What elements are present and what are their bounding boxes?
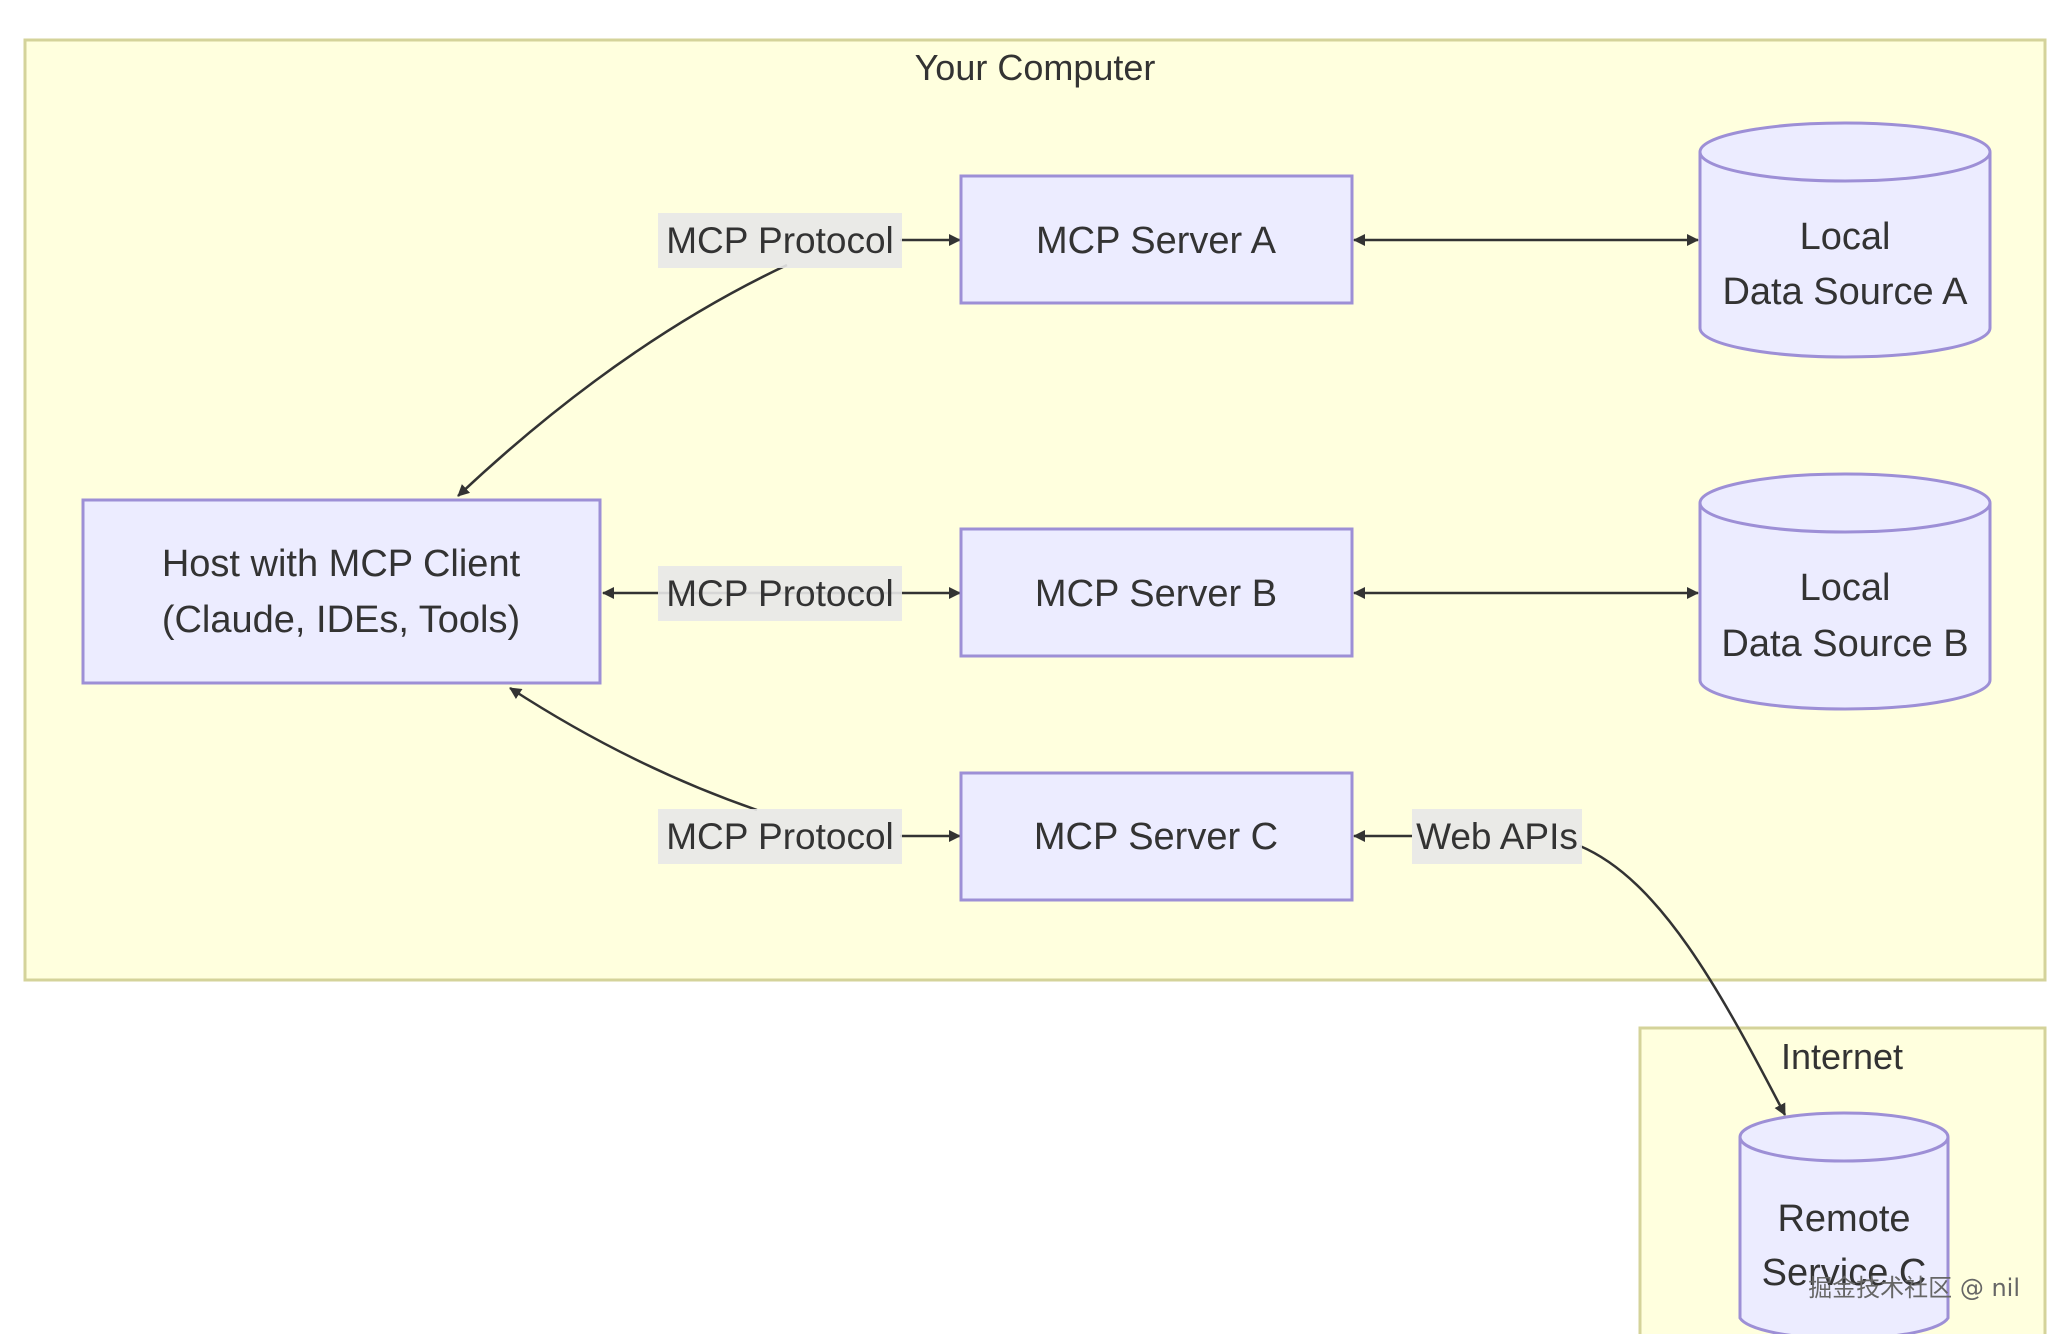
edge-label-host-b: MCP Protocol xyxy=(658,566,902,621)
cylinder-c-body xyxy=(1738,1137,1950,1334)
node-server-c-label: MCP Server C xyxy=(1034,816,1278,858)
edge-label-host-a-text: MCP Protocol xyxy=(666,220,894,261)
cylinder-c-top xyxy=(1738,1111,1950,1163)
edge-label-web-apis: Web APIs xyxy=(1412,809,1582,864)
edge-label-host-b-bg xyxy=(658,566,902,621)
node-server-a-label: MCP Server A xyxy=(1036,220,1277,262)
cylinder-b-body xyxy=(1698,503,1992,711)
edge-webapis-remote-curve xyxy=(1579,844,1787,1116)
node-mcp-server-b: MCP Server B xyxy=(959,527,1354,658)
edge-label-web-apis-bg xyxy=(1412,809,1582,864)
edge-label-host-a-bg xyxy=(658,213,902,268)
node-source-a-line1: Local xyxy=(1800,216,1891,258)
edge-label-host-a: MCP Protocol xyxy=(658,213,902,268)
cluster-your-computer-title: Your Computer xyxy=(915,47,1156,88)
node-remote-c-line1: Remote xyxy=(1777,1198,1910,1240)
edge-host-server-c-curve xyxy=(509,686,758,812)
node-local-data-source-a: Local Data Source A xyxy=(1698,121,1992,359)
node-server-a-box xyxy=(959,174,1354,305)
cluster-internet-title: Internet xyxy=(1781,1036,1903,1077)
node-server-b-label: MCP Server B xyxy=(1035,573,1277,615)
watermark-text: 掘金技术社区 @ nil xyxy=(1808,1274,2020,1302)
edge-label-host-c-text: MCP Protocol xyxy=(666,816,894,857)
node-mcp-server-a: MCP Server A xyxy=(959,174,1354,305)
node-source-a-line2: Data Source A xyxy=(1722,271,1968,313)
node-host-box xyxy=(81,498,602,685)
node-remote-c-line2: Service C xyxy=(1762,1252,1927,1294)
edge-label-host-b-text: MCP Protocol xyxy=(666,573,894,614)
node-host-line1: Host with MCP Client xyxy=(162,543,521,585)
edge-label-web-apis-text: Web APIs xyxy=(1416,816,1578,857)
node-server-c-box xyxy=(959,771,1354,902)
node-local-data-source-b: Local Data Source B xyxy=(1698,472,1992,711)
edge-host-server-a-curve xyxy=(457,263,788,497)
cylinder-a-body xyxy=(1698,152,1992,359)
cylinder-a-top xyxy=(1698,121,1992,183)
edge-label-host-c-bg xyxy=(658,809,902,864)
node-source-b-line1: Local xyxy=(1800,567,1891,609)
node-server-b-box xyxy=(959,527,1354,658)
edge-label-host-c: MCP Protocol xyxy=(658,809,902,864)
node-mcp-server-c: MCP Server C xyxy=(959,771,1354,902)
cylinder-b-top xyxy=(1698,472,1992,534)
node-source-b-line2: Data Source B xyxy=(1721,623,1968,665)
node-host-line2: (Claude, IDEs, Tools) xyxy=(162,599,520,641)
node-remote-service-c: Remote Service C xyxy=(1738,1111,1950,1334)
node-host-mcp-client: Host with MCP Client (Claude, IDEs, Tool… xyxy=(81,498,602,685)
